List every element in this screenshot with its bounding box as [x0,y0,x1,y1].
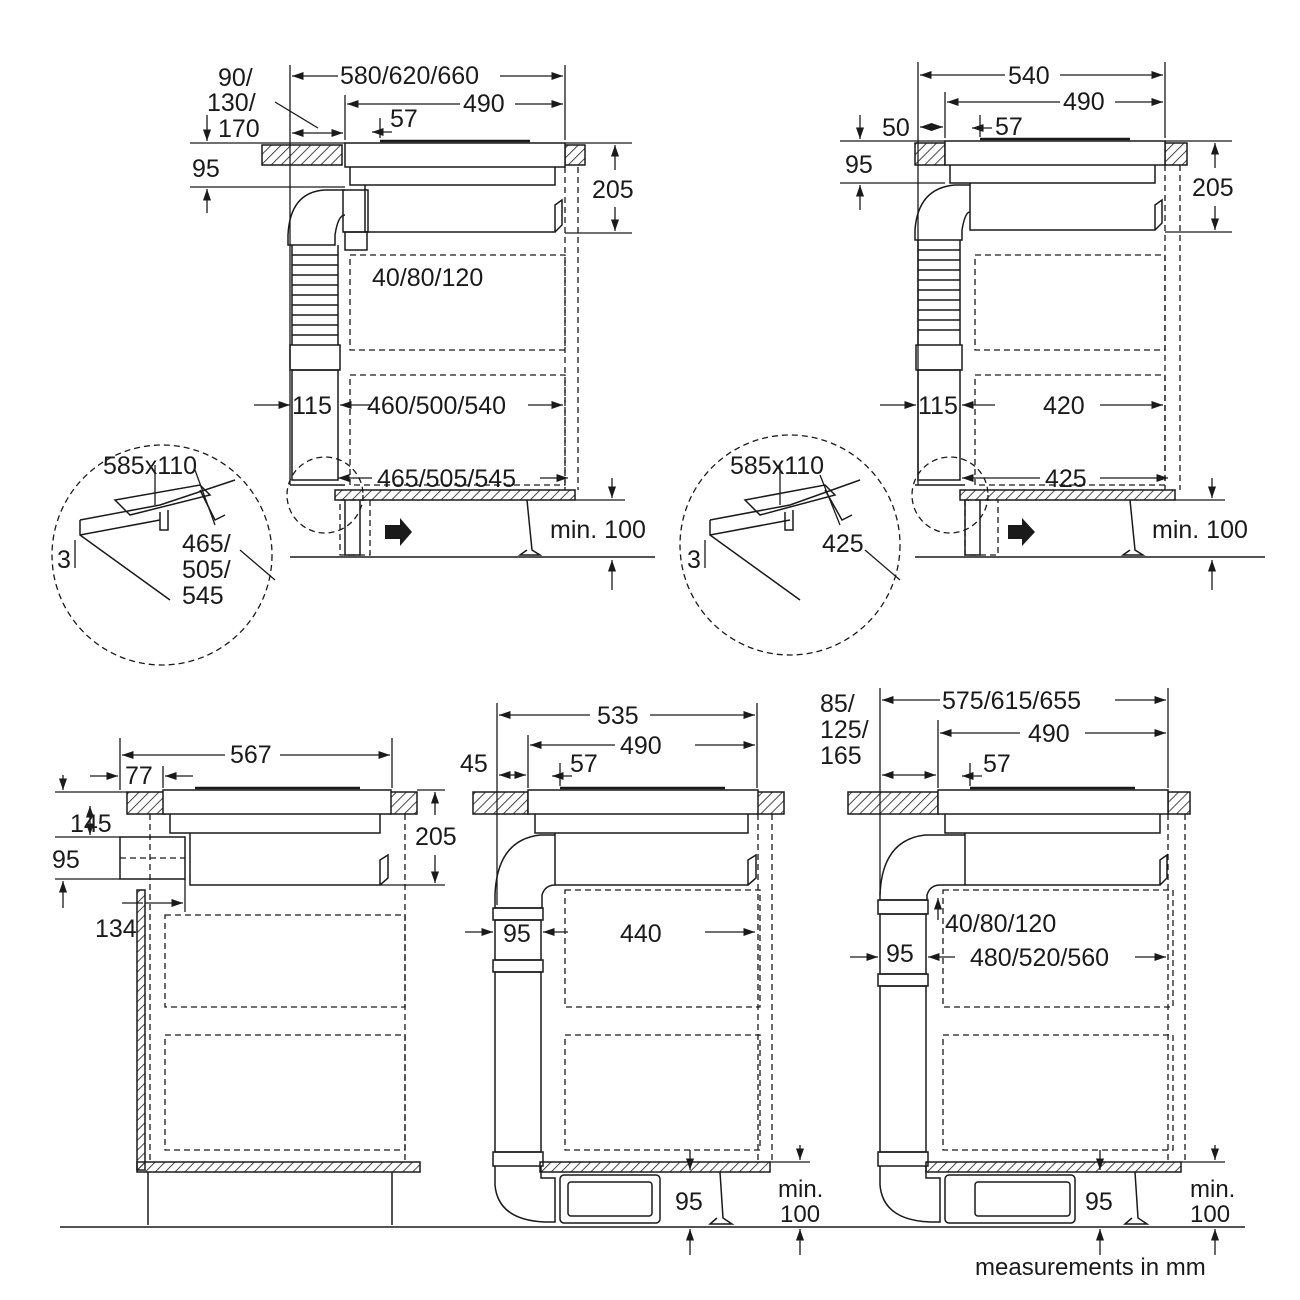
units-note: measurements in mm [975,1254,1206,1281]
label-side-gap-2: 130/ [207,89,256,117]
label-plinth-1: min. [1190,1176,1235,1203]
label-detail-width: 425 [822,530,864,558]
label-base-height: 95 [675,1188,703,1216]
label-detail-width-1: 465/ [182,530,231,558]
label-side-gap-2: 125/ [820,716,869,744]
label-total-width: 575/615/655 [942,687,1081,715]
diagram-e: 575/615/655 490 85/ 125/ 165 57 40/80/12… [820,687,1235,1255]
label-inner-width: 460/500/540 [367,392,506,420]
label-duct-length: 134 [95,915,137,943]
diagram-a: 580/620/660 490 90/ 130/ 170 57 95 205 4… [51,62,655,666]
label-detail-size: 585x110 [103,452,197,480]
label-side-gap-3: 165 [820,742,862,770]
label-duct-gap: 40/80/120 [945,910,1056,938]
label-base-height: 95 [1085,1188,1113,1216]
label-side-gap: 45 [460,750,488,778]
label-total-width: 567 [230,741,272,769]
label-side-gap-1: 90/ [218,64,253,92]
label-side-gap-1: 85/ [820,690,855,718]
label-duct-width: 115 [918,392,958,420]
plinth-filter [944,1174,1076,1224]
label-duct-width: 95 [886,940,914,968]
label-duct-depth: 95 [52,846,80,874]
label-side-gap: 50 [882,114,910,142]
label-hob-height: 205 [592,176,634,204]
label-hob-height: 205 [415,823,457,851]
label-inner-width: 480/520/560 [970,944,1109,972]
label-side-gap-3: 170 [218,115,260,143]
detail-magnifier-b [679,434,901,656]
diagram-b: 540 490 50 57 95 205 115 420 425 min. 10… [679,62,1265,656]
hob-glass [344,142,566,168]
label-total-width: 540 [1008,62,1050,90]
label-plinth-2: 100 [1190,1201,1230,1228]
plinth-board [334,489,576,501]
side-panel [136,889,146,1171]
label-inset: 57 [570,750,598,778]
label-top-depth: 95 [845,151,873,179]
label-hob-width: 490 [620,732,662,760]
label-duct-width: 115 [292,392,332,420]
label-total-width: 580/620/660 [340,62,479,90]
label-offset: 77 [125,762,153,790]
label-total-width: 535 [597,702,639,730]
label-top-depth: 145 [70,810,112,838]
label-cut-width: 425 [1045,465,1087,493]
label-plinth: min. 100 [1152,516,1248,544]
label-detail-depth: 3 [57,546,71,574]
label-hob-width: 490 [463,90,505,118]
label-duct-gap: 40/80/120 [372,264,483,292]
airflow-arrow-icon [1008,518,1035,546]
label-detail-size: 585x110 [730,452,824,480]
label-inset: 57 [390,105,418,133]
label-cut-width: 465/505/545 [377,465,516,493]
label-plinth-1: min. [778,1176,823,1203]
label-detail-depth: 3 [687,546,701,574]
label-hob-width: 490 [1063,88,1105,116]
label-inner-width: 420 [1043,392,1085,420]
label-hob-width: 490 [1028,720,1070,748]
label-detail-width-3: 545 [182,582,224,610]
diagram-d: 535 490 45 57 95 440 95 min. 100 [460,702,823,1255]
diagram-c: 567 77 145 95 205 134 [52,738,1245,1228]
label-inset: 57 [983,750,1011,778]
label-plinth: min. 100 [550,516,646,544]
label-detail-width-2: 505/ [182,556,231,584]
worktop-left [261,144,343,166]
worktop-right [564,144,586,166]
detail-magnifier-a [51,444,273,666]
airflow-arrow-icon [385,518,412,546]
label-top-depth: 95 [192,155,220,183]
plinth-filter [559,1174,661,1224]
label-duct-width: 95 [503,920,531,948]
label-inset: 57 [995,113,1023,141]
label-plinth-2: 100 [780,1201,820,1228]
label-hob-height: 205 [1192,174,1234,202]
label-inner-width: 440 [620,920,662,948]
